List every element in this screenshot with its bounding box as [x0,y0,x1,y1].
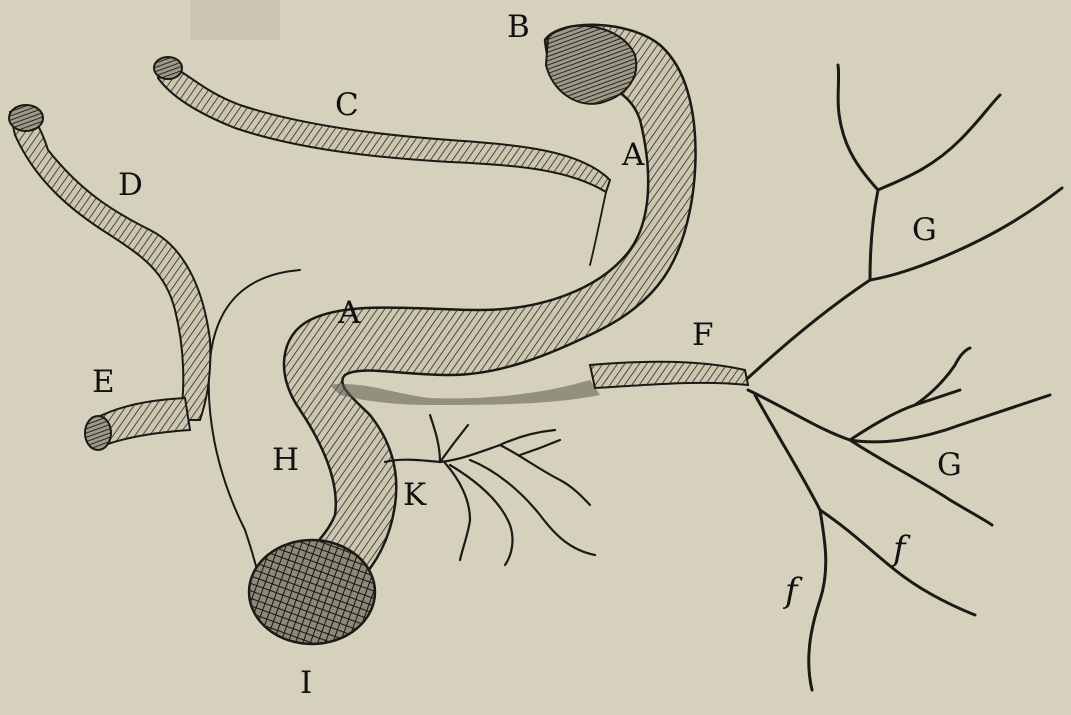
paper-smudge [190,0,280,40]
label-i: I [300,665,312,701]
vessel-f [590,362,748,388]
membrane-outline [209,270,300,575]
vessel-c-opening [154,57,182,79]
vessel-c-thread [590,192,606,265]
vessel-d-opening [9,105,43,131]
vessel-i-opening [249,540,375,644]
vessel-a [270,25,696,580]
label-h: H [272,442,299,478]
label-g-lower: G [937,447,962,483]
label-d: D [118,167,143,203]
vessel-c [158,60,610,192]
vessel-a-shadow [330,380,600,405]
vessel-e-opening [85,416,111,450]
vessels-g-lower [748,348,1050,690]
label-a-lower: A [337,295,361,331]
label-a-upper: A [621,137,645,173]
vessels-g-upper [748,65,1062,378]
label-g-upper: G [912,212,937,248]
label-f-small-right: f [890,529,911,569]
label-f-small-left: f [782,571,803,611]
label-k: K [403,477,427,513]
label-b: B [507,9,530,45]
label-c: C [335,87,359,123]
label-f: F [692,317,714,353]
label-e: E [92,364,115,400]
